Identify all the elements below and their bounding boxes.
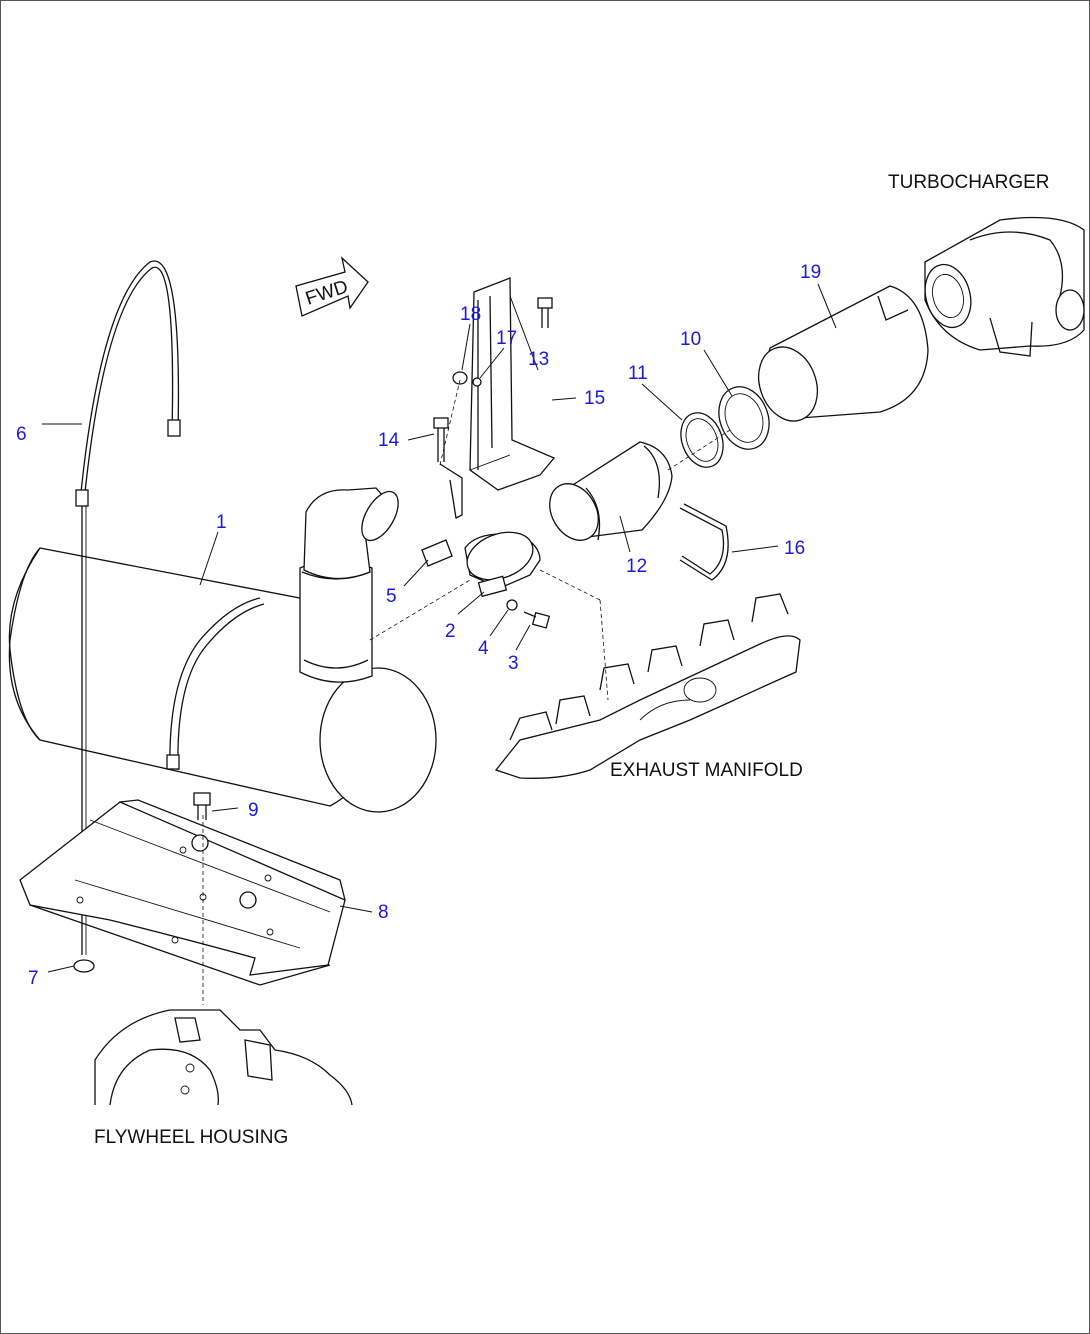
nut-7 [73, 959, 95, 973]
callout-8: 8 [378, 902, 389, 923]
callout-10: 10 [680, 329, 701, 350]
support-bracket [439, 277, 556, 519]
exhaust-pipe [549, 441, 673, 541]
clamp-10 [718, 386, 770, 450]
callout-18: 18 [460, 304, 481, 325]
callout-9: 9 [248, 800, 259, 821]
bolt-3 [523, 611, 551, 629]
callout-1: 1 [216, 512, 227, 533]
forward-direction-arrow: FWD [295, 256, 369, 317]
assembly-lines [369, 379, 731, 701]
callout-3: 3 [508, 653, 519, 674]
callout-4: 4 [478, 638, 489, 659]
plate-5 [421, 539, 453, 567]
clamp-2 [464, 531, 541, 598]
flywheel-housing [94, 815, 353, 1106]
callout-14: 14 [378, 430, 400, 451]
exhaust-manifold [494, 593, 801, 779]
gasket-11 [680, 412, 724, 468]
bolt-15 [537, 297, 553, 328]
callout-16: 16 [784, 538, 805, 559]
callout-19: 19 [800, 262, 821, 283]
callout-2: 2 [445, 621, 456, 642]
callout-6: 6 [16, 424, 27, 445]
drain-tube-16 [679, 503, 729, 581]
callout-numbers: 1 2 3 4 5 6 7 8 9 10 11 12 13 14 15 16 1… [16, 262, 821, 989]
callout-17: 17 [496, 328, 517, 349]
mounting-bracket [19, 799, 346, 986]
washer-17 [472, 377, 482, 387]
callout-13: 13 [528, 349, 549, 370]
bolt-14 [433, 417, 449, 462]
callout-11: 11 [628, 363, 648, 384]
washer-4 [506, 599, 518, 611]
callout-5: 5 [386, 586, 397, 607]
callout-15: 15 [584, 388, 605, 409]
heat-shield-19 [758, 285, 929, 422]
callout-12: 12 [626, 556, 647, 577]
bolt-9 [193, 792, 211, 820]
turbocharger [924, 216, 1085, 357]
exhaust-manifold-label: EXHAUST MANIFOLD [610, 760, 803, 781]
flywheel-housing-label: FLYWHEEL HOUSING [94, 1127, 288, 1148]
nut-18 [452, 371, 468, 385]
muffler [8, 487, 437, 813]
turbocharger-label: TURBOCHARGER [888, 172, 1050, 193]
callout-leaders [42, 283, 837, 973]
callout-7: 7 [28, 968, 39, 989]
